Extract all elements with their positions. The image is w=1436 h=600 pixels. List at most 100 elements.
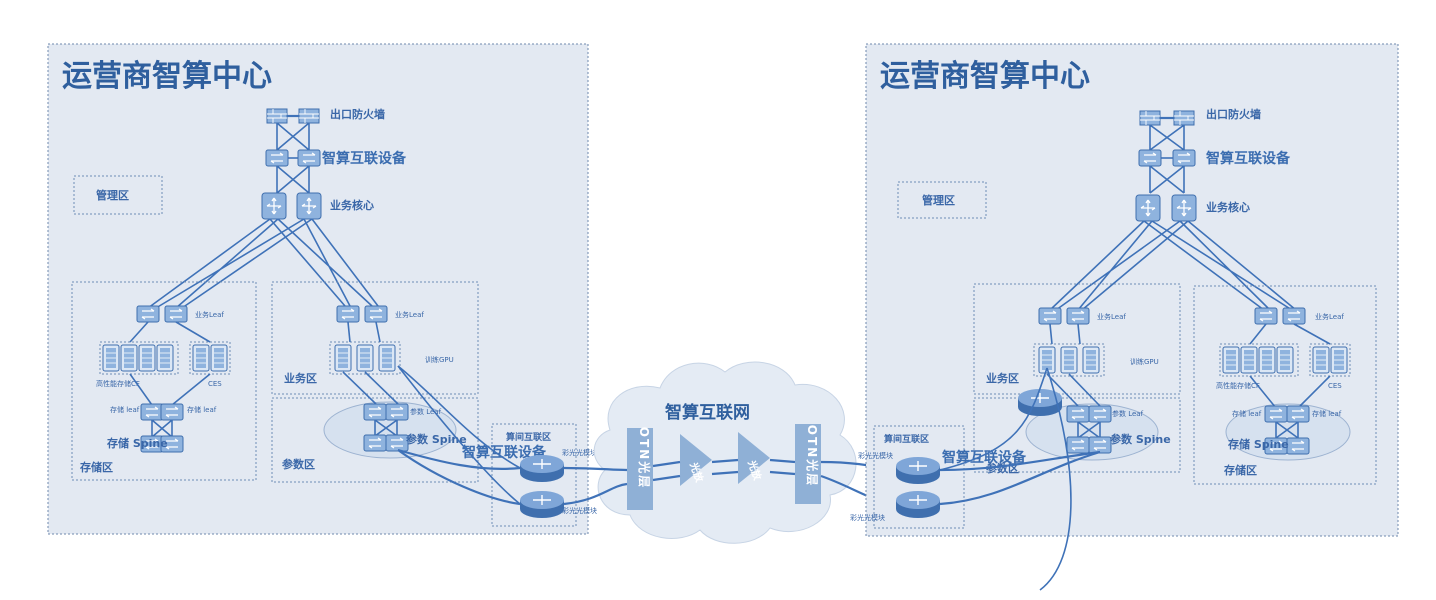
param-leaf-icon <box>363 403 387 421</box>
storage-server-icon <box>102 344 120 372</box>
module-top-label: 彩光光模块 <box>858 451 893 460</box>
amplifier-left-icon <box>680 434 712 486</box>
core-switch-icon <box>261 192 287 220</box>
storage-server-icon <box>156 344 174 372</box>
ces-label: CES <box>1328 382 1342 390</box>
storage-leaf-icon <box>160 403 184 421</box>
biz-zone-label: 业务区 <box>986 371 1019 385</box>
dci-zone-label: 算间互联区 <box>506 431 551 443</box>
storage-spine-label: 存储 Spine <box>107 436 168 450</box>
param-spine-icon <box>1066 436 1090 454</box>
leaf-switch-icon <box>1038 307 1062 325</box>
storage-server-icon <box>1330 346 1348 374</box>
storage-server-icon <box>1312 346 1330 374</box>
firewall-icon <box>1139 110 1161 126</box>
leaf-switch-icon <box>1254 307 1278 325</box>
firewall-icon <box>298 108 320 124</box>
leaf-switch-icon <box>164 305 188 323</box>
interconnect-device-label: 智算互联设备 <box>1205 150 1291 167</box>
firewall-label: 出口防火墙 <box>1206 107 1261 121</box>
dci-zone-box <box>873 425 965 529</box>
param-spine-icon <box>1088 436 1112 454</box>
storage-spine-icon <box>1286 437 1310 455</box>
leaf-switch-icon <box>1282 307 1306 325</box>
storage-leaf-icon <box>1286 405 1310 423</box>
storage-leaf-label: 业务Leaf <box>1315 312 1344 321</box>
firewall-icon <box>1173 110 1195 126</box>
gpu-server-icon <box>378 344 396 372</box>
dci-device-label: 智算互联设备 <box>941 449 1027 466</box>
storage-zone-box <box>71 281 257 481</box>
mgmt-label: 管理区 <box>96 188 129 202</box>
mgmt-label: 管理区 <box>922 193 955 207</box>
leaf-switch-icon <box>136 305 160 323</box>
core-switch-icon <box>1171 194 1197 222</box>
leaf-switch-icon <box>364 305 388 323</box>
param-spine-label: 参数 Spine <box>1110 432 1171 446</box>
gpu-server-icon <box>356 344 374 372</box>
core-label: 业务核心 <box>1206 200 1250 214</box>
dci-device-label: 智算互联设备 <box>461 444 547 461</box>
left-dc-panel <box>47 43 589 535</box>
storage-zone-label: 存储区 <box>80 460 113 474</box>
firewall-icon <box>266 108 288 124</box>
switch-icon <box>1138 149 1162 167</box>
wan-title: 智算互联网 <box>665 402 750 423</box>
biz-zone-box <box>973 283 1181 395</box>
otn-right-label: OTN光层 <box>805 425 820 487</box>
storage-server-icon <box>1276 346 1294 374</box>
param-spine-icon <box>363 434 387 452</box>
biz-leaf-label: 业务Leaf <box>395 310 424 319</box>
param-leaf-icon <box>1066 405 1090 423</box>
switch-icon <box>1172 149 1196 167</box>
dci-router-icon <box>895 490 941 519</box>
core-switch-icon <box>1135 194 1161 222</box>
storage-server-icon <box>1258 346 1276 374</box>
storage-server-icon <box>120 344 138 372</box>
param-router-icon <box>1017 388 1063 417</box>
hpfs-label: 高性能存储CF <box>96 379 140 388</box>
module-bottom-label: 彩光光模块 <box>562 506 597 515</box>
left-datacenter: 运营商智算中心 出口防火墙 智算互联设备 业务核心 管理区 业务Leaf <box>47 43 597 535</box>
gpu-server-icon <box>1060 346 1078 374</box>
param-leaf-label: 参数 Leaf <box>410 407 442 416</box>
leaf-switch-icon <box>336 305 360 323</box>
storage-server-icon <box>192 344 210 372</box>
storage-leaf-b-label: 存储 leaf <box>187 405 217 414</box>
ces-label: CES <box>208 380 222 388</box>
amplifier-right-icon <box>738 432 770 484</box>
storage-leaf-a-label: 存储 leaf <box>1232 409 1262 418</box>
otn-left-box <box>627 428 653 510</box>
storage-spine-label: 存储 Spine <box>1228 437 1289 451</box>
storage-leaf-icon <box>1264 405 1288 423</box>
mgmt-zone <box>897 181 987 219</box>
storage-server-icon <box>1222 346 1240 374</box>
core-label: 业务核心 <box>330 198 374 212</box>
storage-zone-box <box>1193 285 1377 485</box>
storage-zone-label: 存储区 <box>1224 463 1257 477</box>
param-leaf-icon <box>385 403 409 421</box>
switch-icon <box>265 149 289 167</box>
param-leaf-icon <box>1088 405 1112 423</box>
param-zone-box <box>271 397 479 483</box>
dci-zone-box <box>491 423 577 527</box>
right-datacenter: 运营商智算中心 出口防火墙 智算互联设备 业务核心 管理区 业务Leaf 训练G… <box>850 43 1399 591</box>
storage-server-icon <box>138 344 156 372</box>
switch-icon <box>297 149 321 167</box>
mgmt-zone <box>73 175 163 215</box>
param-zone-label: 参数区 <box>282 457 315 471</box>
gpu-server-icon <box>334 344 352 372</box>
dci-router-icon <box>519 490 565 519</box>
storage-server-icon <box>210 344 228 372</box>
dci-zone-label: 算间互联区 <box>884 433 929 445</box>
storage-leaf-a-label: 存储 leaf <box>110 405 140 414</box>
param-spine-icon <box>385 434 409 452</box>
otn-left-label: OTN光层 <box>637 427 652 489</box>
gpu-label: 训练GPU <box>425 355 454 364</box>
interconnect-device-label: 智算互联设备 <box>321 150 407 167</box>
storage-leaf-label: 业务Leaf <box>195 310 224 319</box>
biz-zone-label: 业务区 <box>284 371 317 385</box>
biz-zone-box <box>271 281 479 395</box>
hpfs-label: 高性能存储CF <box>1216 381 1260 390</box>
firewall-label: 出口防火墙 <box>330 107 385 121</box>
